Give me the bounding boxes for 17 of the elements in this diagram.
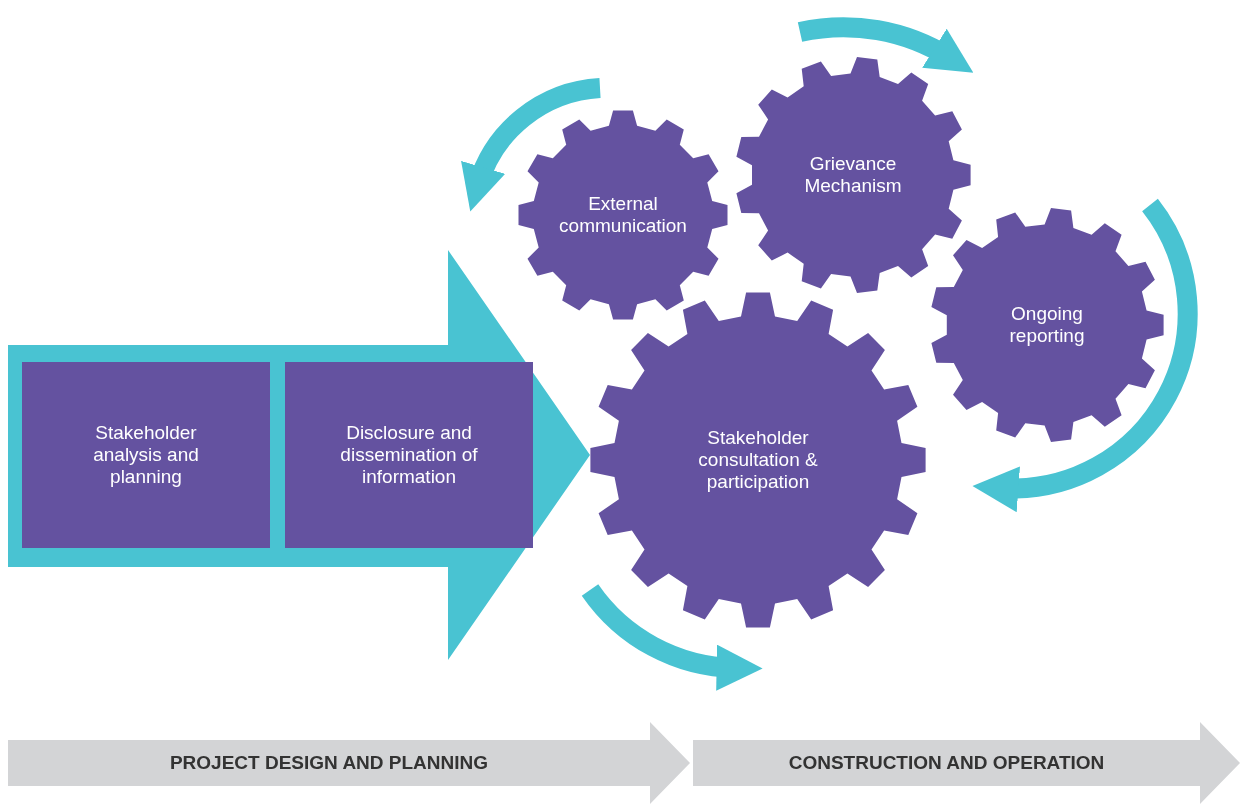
gear-label: Ongoing reporting xyxy=(1008,303,1086,347)
gear-shape xyxy=(735,57,971,293)
phase-label: CONSTRUCTION AND OPERATION xyxy=(788,752,1105,774)
gear-shape xyxy=(518,110,728,320)
phase-label: PROJECT DESIGN AND PLANNING xyxy=(169,752,489,774)
process-box xyxy=(285,362,533,548)
block-arrow xyxy=(8,250,590,660)
box-label: Stakeholder analysis and planning xyxy=(92,422,200,488)
gear-label: External communication xyxy=(558,193,688,237)
phase-arrow xyxy=(693,722,1240,804)
gear-shape xyxy=(930,208,1164,442)
gear-shape xyxy=(590,292,926,628)
gear-label: Stakeholder consultation & participation xyxy=(697,427,819,493)
phase-arrow xyxy=(8,722,690,804)
gear-label: Grievance Mechanism xyxy=(803,153,903,197)
box-label: Disclosure and dissemination of information xyxy=(339,422,479,488)
process-box xyxy=(22,362,270,548)
